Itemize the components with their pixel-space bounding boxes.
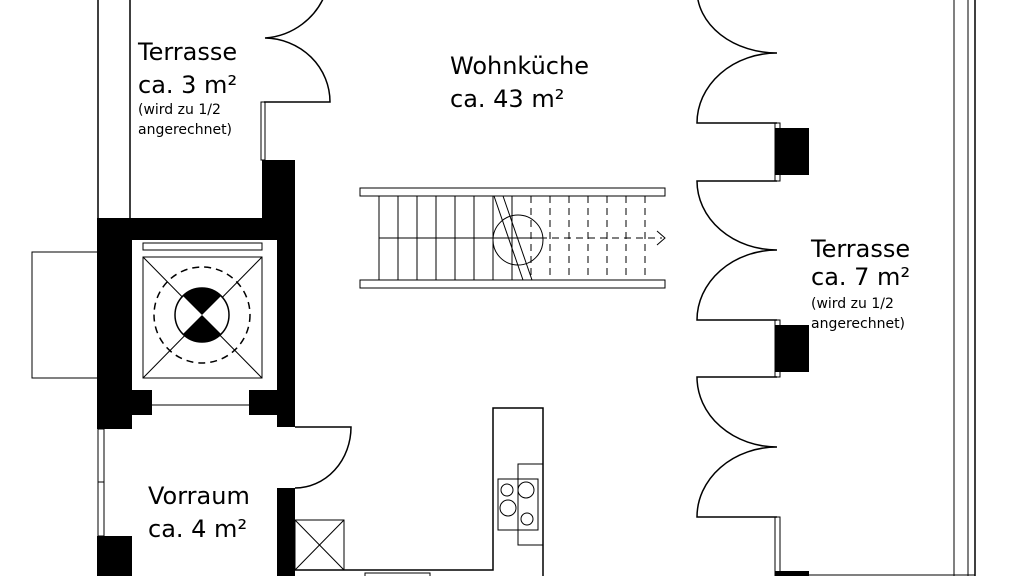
living-kitchen-area: ca. 43 m² [450, 85, 565, 113]
hallway-walls [97, 412, 295, 576]
terrace-left-area: ca. 3 m² [138, 71, 238, 99]
hallway-name: Vorraum [148, 482, 250, 510]
terrace-right-area: ca. 7 m² [811, 263, 911, 291]
staircase [359, 187, 666, 289]
elevator [142, 242, 263, 379]
storage-box [294, 519, 345, 571]
left-exterior-box [31, 251, 99, 379]
terrace-right-name: Terrasse [811, 235, 911, 263]
terrace-right-note-2: angerechnet) [811, 316, 906, 332]
terrace-left-name: Terrasse [138, 38, 238, 66]
elevator-core-walls [97, 160, 295, 429]
living-kitchen-name: Wohnküche [450, 52, 589, 80]
terrace-right-note-1: (wird zu 1/2 [811, 296, 894, 312]
terrace-left-note-1: (wird zu 1/2 [138, 102, 221, 118]
elevator-dashed-circle [153, 266, 251, 364]
right-terrace-railing [809, 0, 976, 576]
terrace-left-note-2: angerechnet) [138, 122, 233, 138]
kitchen-counter [295, 407, 544, 576]
hallway-area: ca. 4 m² [148, 515, 248, 543]
right-terrace-doors [696, 0, 809, 576]
left-terrace-railing [97, 0, 131, 218]
hallway-door [294, 426, 352, 489]
left-terrace-door [260, 0, 331, 161]
